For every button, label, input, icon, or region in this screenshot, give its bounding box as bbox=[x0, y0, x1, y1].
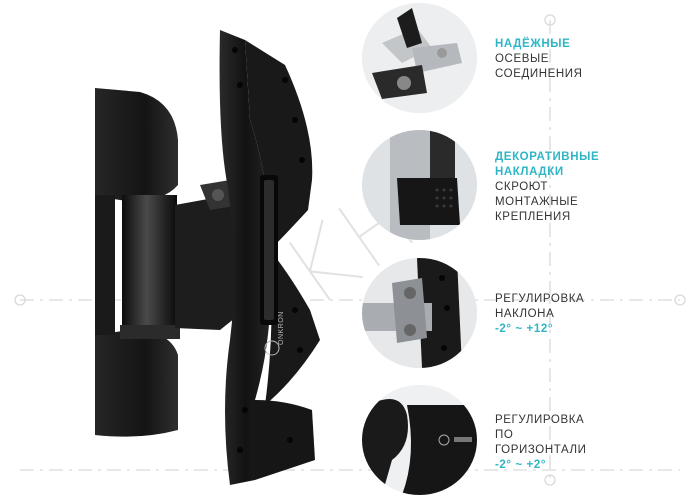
feature-highlight: ДЕКОРАТИВНЫЕ bbox=[495, 151, 600, 163]
feature-caption-joints: НАДЁЖНЫЕ ОСЕВЫЕ СОЕДИНЕНИЯ bbox=[495, 37, 695, 82]
feature-line: КРЕПЛЕНИЯ bbox=[495, 211, 571, 223]
feature-highlight: НАКЛАДКИ bbox=[495, 166, 564, 178]
feature-line: ОСЕВЫЕ bbox=[495, 53, 550, 65]
feature-caption-covers: ДЕКОРАТИВНЫЕ НАКЛАДКИ СКРОЮТ МОНТАЖНЫЕ К… bbox=[495, 150, 695, 225]
brand-logo: ONKRON bbox=[278, 311, 285, 345]
feature-image-joints bbox=[362, 3, 477, 113]
feature-line: МОНТАЖНЫЕ bbox=[495, 196, 579, 208]
feature-line: ПО bbox=[495, 429, 514, 441]
feature-caption-swivel: РЕГУЛИРОВКА ПО ГОРИЗОНТАЛИ -2° ~ +2° bbox=[495, 413, 695, 473]
feature-line: РЕГУЛИРОВКА bbox=[495, 293, 585, 305]
feature-value: -2° ~ +2° bbox=[495, 459, 547, 471]
feature-line: ГОРИЗОНТАЛИ bbox=[495, 444, 587, 456]
feature-image-tilt bbox=[362, 258, 477, 368]
feature-value: -2° ~ +12° bbox=[495, 323, 554, 335]
feature-line: РЕГУЛИРОВКА bbox=[495, 414, 585, 426]
feature-line: СОЕДИНЕНИЯ bbox=[495, 68, 583, 80]
feature-image-covers bbox=[362, 130, 477, 240]
feature-line: СКРОЮТ bbox=[495, 181, 548, 193]
feature-highlight: НАДЁЖНЫЕ bbox=[495, 38, 571, 50]
feature-image-swivel bbox=[362, 385, 477, 495]
feature-caption-tilt: РЕГУЛИРОВКА НАКЛОНА -2° ~ +12° bbox=[495, 292, 695, 337]
wall-mount-image bbox=[95, 30, 320, 485]
feature-line: НАКЛОНА bbox=[495, 308, 555, 320]
